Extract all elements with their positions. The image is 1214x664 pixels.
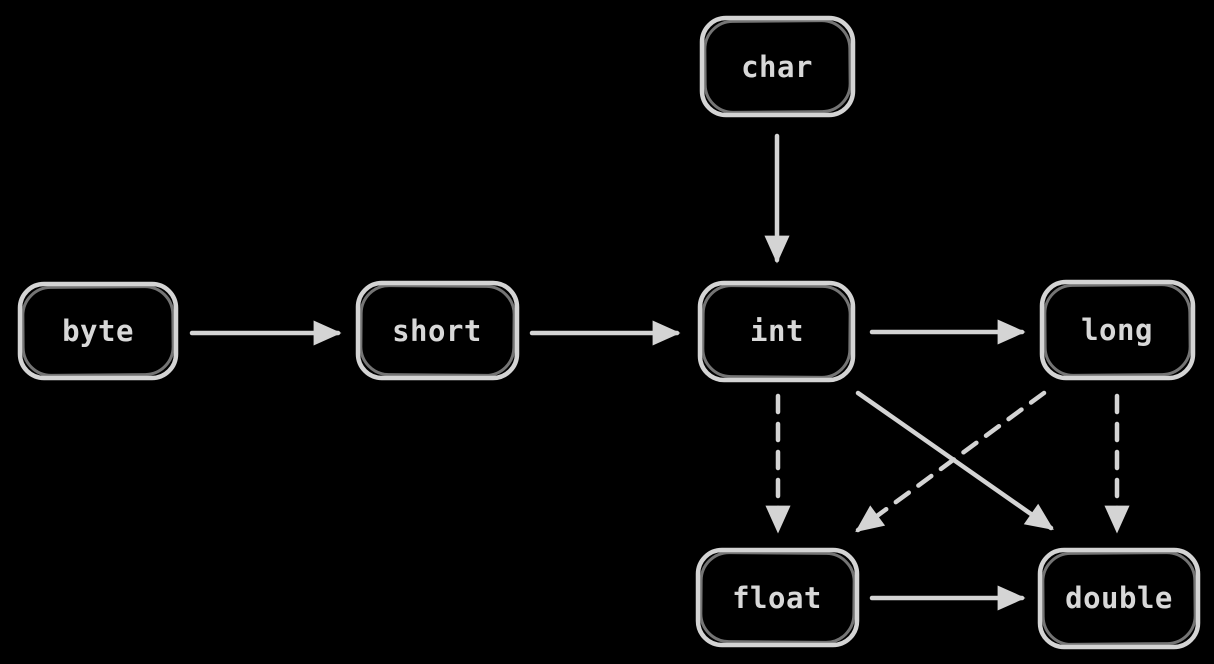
node-short-box bbox=[355, 280, 520, 381]
node-byte-label: byte bbox=[62, 314, 134, 348]
edge-long-float bbox=[855, 390, 1047, 533]
node-double: double bbox=[1037, 547, 1201, 650]
node-char-box-sketch bbox=[703, 19, 852, 114]
node-float-label: float bbox=[732, 581, 822, 615]
node-float-box-sketch bbox=[699, 551, 856, 644]
node-double-label: double bbox=[1065, 581, 1173, 615]
node-short: short bbox=[355, 280, 520, 381]
node-char-box bbox=[699, 15, 856, 118]
node-long-box bbox=[1039, 279, 1196, 381]
node-int: int bbox=[697, 280, 856, 383]
node-short-label: short bbox=[392, 314, 482, 348]
node-float-box bbox=[695, 547, 860, 648]
node-int-box bbox=[697, 280, 856, 383]
edges-layer bbox=[189, 133, 1130, 611]
node-byte-box bbox=[17, 281, 179, 381]
node-char: char bbox=[699, 15, 856, 118]
node-int-label: int bbox=[750, 314, 804, 348]
node-long: long bbox=[1039, 279, 1196, 381]
node-char-label: char bbox=[741, 50, 813, 84]
node-long-box-sketch bbox=[1043, 283, 1192, 377]
node-short-box-sketch bbox=[359, 284, 516, 377]
node-double-box bbox=[1037, 547, 1201, 650]
node-double-box-sketch bbox=[1041, 551, 1197, 646]
node-byte: byte bbox=[17, 281, 179, 381]
node-long-label: long bbox=[1081, 313, 1153, 347]
node-int-box-sketch bbox=[701, 284, 852, 379]
node-byte-box-sketch bbox=[21, 285, 175, 377]
node-float: float bbox=[695, 547, 860, 648]
